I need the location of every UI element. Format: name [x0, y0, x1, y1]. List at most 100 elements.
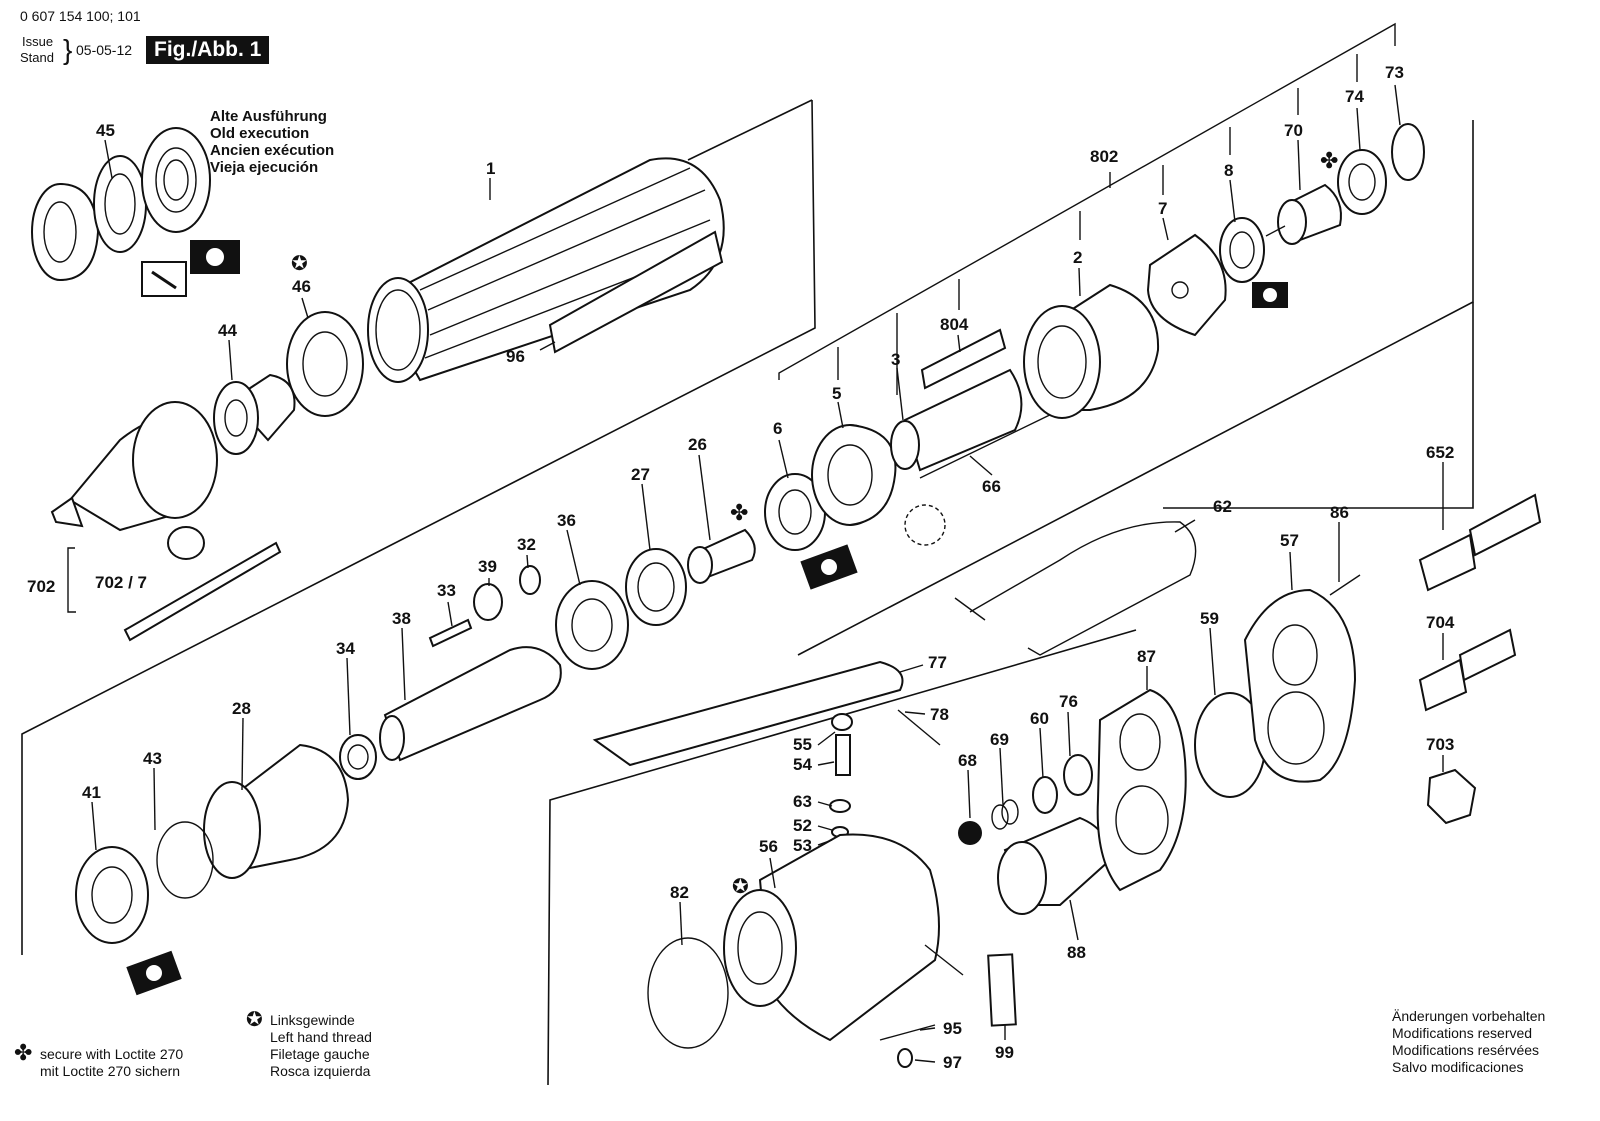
part-label-1: 1 — [486, 159, 496, 178]
part-label-33: 33 — [437, 581, 456, 600]
part-703-nut — [1428, 770, 1475, 823]
figure-badge: Fig./Abb. 1 — [146, 36, 270, 64]
issue-label: Issue — [22, 34, 54, 49]
part-label-46: 46 — [292, 277, 311, 296]
part-label-6: 6 — [773, 419, 783, 438]
part-label-27: 27 — [631, 465, 650, 484]
part-label-28: 28 — [232, 699, 251, 718]
part-label-62: 62 — [1213, 497, 1232, 516]
part-26-pinion — [688, 530, 755, 583]
part-86-screw — [1330, 575, 1360, 595]
part-label-68: 68 — [958, 751, 977, 770]
chuck-key-702-7 — [125, 527, 280, 640]
part-69-spring — [992, 800, 1018, 829]
part-label-82: 82 — [670, 883, 689, 902]
bearing-symbol-old-2 — [142, 262, 186, 296]
part-88-muffler — [998, 818, 1110, 914]
loctite-de: mit Loctite 270 sichern — [40, 1063, 181, 1079]
part-label-804: 804 — [940, 315, 969, 334]
part-label-96: 96 — [506, 347, 525, 366]
part-41-bearing — [76, 847, 148, 943]
part-704-hose-nipple — [1420, 630, 1515, 710]
part-label-87: 87 — [1137, 647, 1156, 666]
part-45-nut — [32, 184, 98, 280]
part-label-73: 73 — [1385, 63, 1404, 82]
part-5-cylinder-ring — [812, 425, 895, 525]
bearing-symbol-41 — [126, 950, 182, 996]
part-label-63: 63 — [793, 792, 812, 811]
part-label-7: 7 — [1158, 199, 1168, 218]
leader-lines — [92, 85, 1443, 1062]
part-38-spindle — [380, 647, 561, 760]
old-execution-en: Old execution — [210, 125, 310, 142]
drill-chuck — [52, 402, 217, 530]
loctite-note: secure with Loctite 270 mit Loctite 270 … — [40, 1046, 183, 1080]
part-label-38: 38 — [392, 609, 411, 628]
part-label-39: 39 — [478, 557, 497, 576]
part-66-pin-detail — [905, 505, 945, 545]
part-74-ring — [1338, 150, 1386, 214]
part-60-strainer — [1033, 777, 1057, 813]
part-label-88: 88 — [1067, 943, 1086, 962]
part-56-valve-housing — [724, 834, 939, 1040]
part-label-53: 53 — [793, 836, 812, 855]
part-label-99: 99 — [995, 1043, 1014, 1062]
part-8-bearing — [1220, 218, 1264, 282]
bearing-symbol-old-1 — [190, 240, 240, 274]
part-1-motor-housing — [368, 158, 724, 382]
modifications-de: Änderungen vorbehalten — [1392, 1008, 1546, 1024]
part-label-36: 36 — [557, 511, 576, 530]
part-label-3: 3 — [891, 350, 901, 369]
part-label-70: 70 — [1284, 121, 1303, 140]
part-label-76: 76 — [1059, 692, 1078, 711]
club-icon: ✤ — [14, 1040, 33, 1065]
part-66-pin — [920, 410, 1060, 478]
old-execution-de: Alte Ausführung — [210, 108, 327, 125]
part-46-nut — [287, 312, 363, 416]
part-label-5: 5 — [832, 384, 842, 403]
left-thread-en: Left hand thread — [270, 1029, 372, 1045]
loctite-en: secure with Loctite 270 — [40, 1046, 184, 1062]
part-32-gear — [520, 566, 540, 594]
part-73-o-ring — [1392, 124, 1424, 180]
part-label-56: 56 — [759, 837, 778, 856]
old-execution-note: Alte Ausführung Old execution Ancien exé… — [210, 108, 334, 176]
part-7-end-plate — [1148, 235, 1226, 335]
part-45-bearing — [142, 128, 210, 232]
part-label-45: 45 — [96, 121, 115, 140]
part-99-label-plate — [988, 954, 1016, 1025]
old-execution-fr: Ancien exécution — [210, 142, 335, 159]
part-label-69: 69 — [990, 730, 1009, 749]
issue-date: 05-05-12 — [76, 42, 133, 58]
part-label-60: 60 — [1030, 709, 1049, 728]
part-label-66: 66 — [982, 477, 1001, 496]
left-thread-de: Linksgewinde — [270, 1012, 355, 1028]
part-3-rotor — [891, 370, 1021, 470]
part-95-clip — [880, 1025, 935, 1040]
part-label-802: 802 — [1090, 147, 1119, 166]
part-label-34: 34 — [336, 639, 355, 658]
bearing-symbol-8 — [1252, 282, 1288, 308]
part-77-lever — [595, 662, 903, 765]
old-execution-es: Vieja ejecución — [210, 159, 319, 176]
left-thread-note: Linksgewinde Left hand thread Filetage g… — [270, 1012, 372, 1080]
modifications-es: Salvo modificaciones — [1392, 1059, 1524, 1075]
part-804-blade — [922, 330, 1005, 388]
left-thread-es: Rosca izquierda — [270, 1063, 371, 1079]
part-label-57: 57 — [1280, 531, 1299, 550]
club-icon-26: ✤ — [730, 500, 749, 525]
part-34-washer — [340, 735, 376, 779]
part-label-95: 95 — [943, 1019, 962, 1038]
part-45-ring — [94, 156, 146, 252]
part-87-gasket — [1098, 690, 1186, 890]
part-label-52: 52 — [793, 816, 812, 835]
part-57-end-cover — [1245, 590, 1355, 782]
part-label-8: 8 — [1224, 161, 1234, 180]
part-39-gear — [474, 584, 502, 620]
bearing-symbol-6 — [800, 544, 858, 590]
part-label-32: 32 — [517, 535, 536, 554]
part-label-704: 704 — [1426, 613, 1455, 632]
part-label-74: 74 — [1345, 87, 1364, 106]
part-label-41: 41 — [82, 783, 101, 802]
